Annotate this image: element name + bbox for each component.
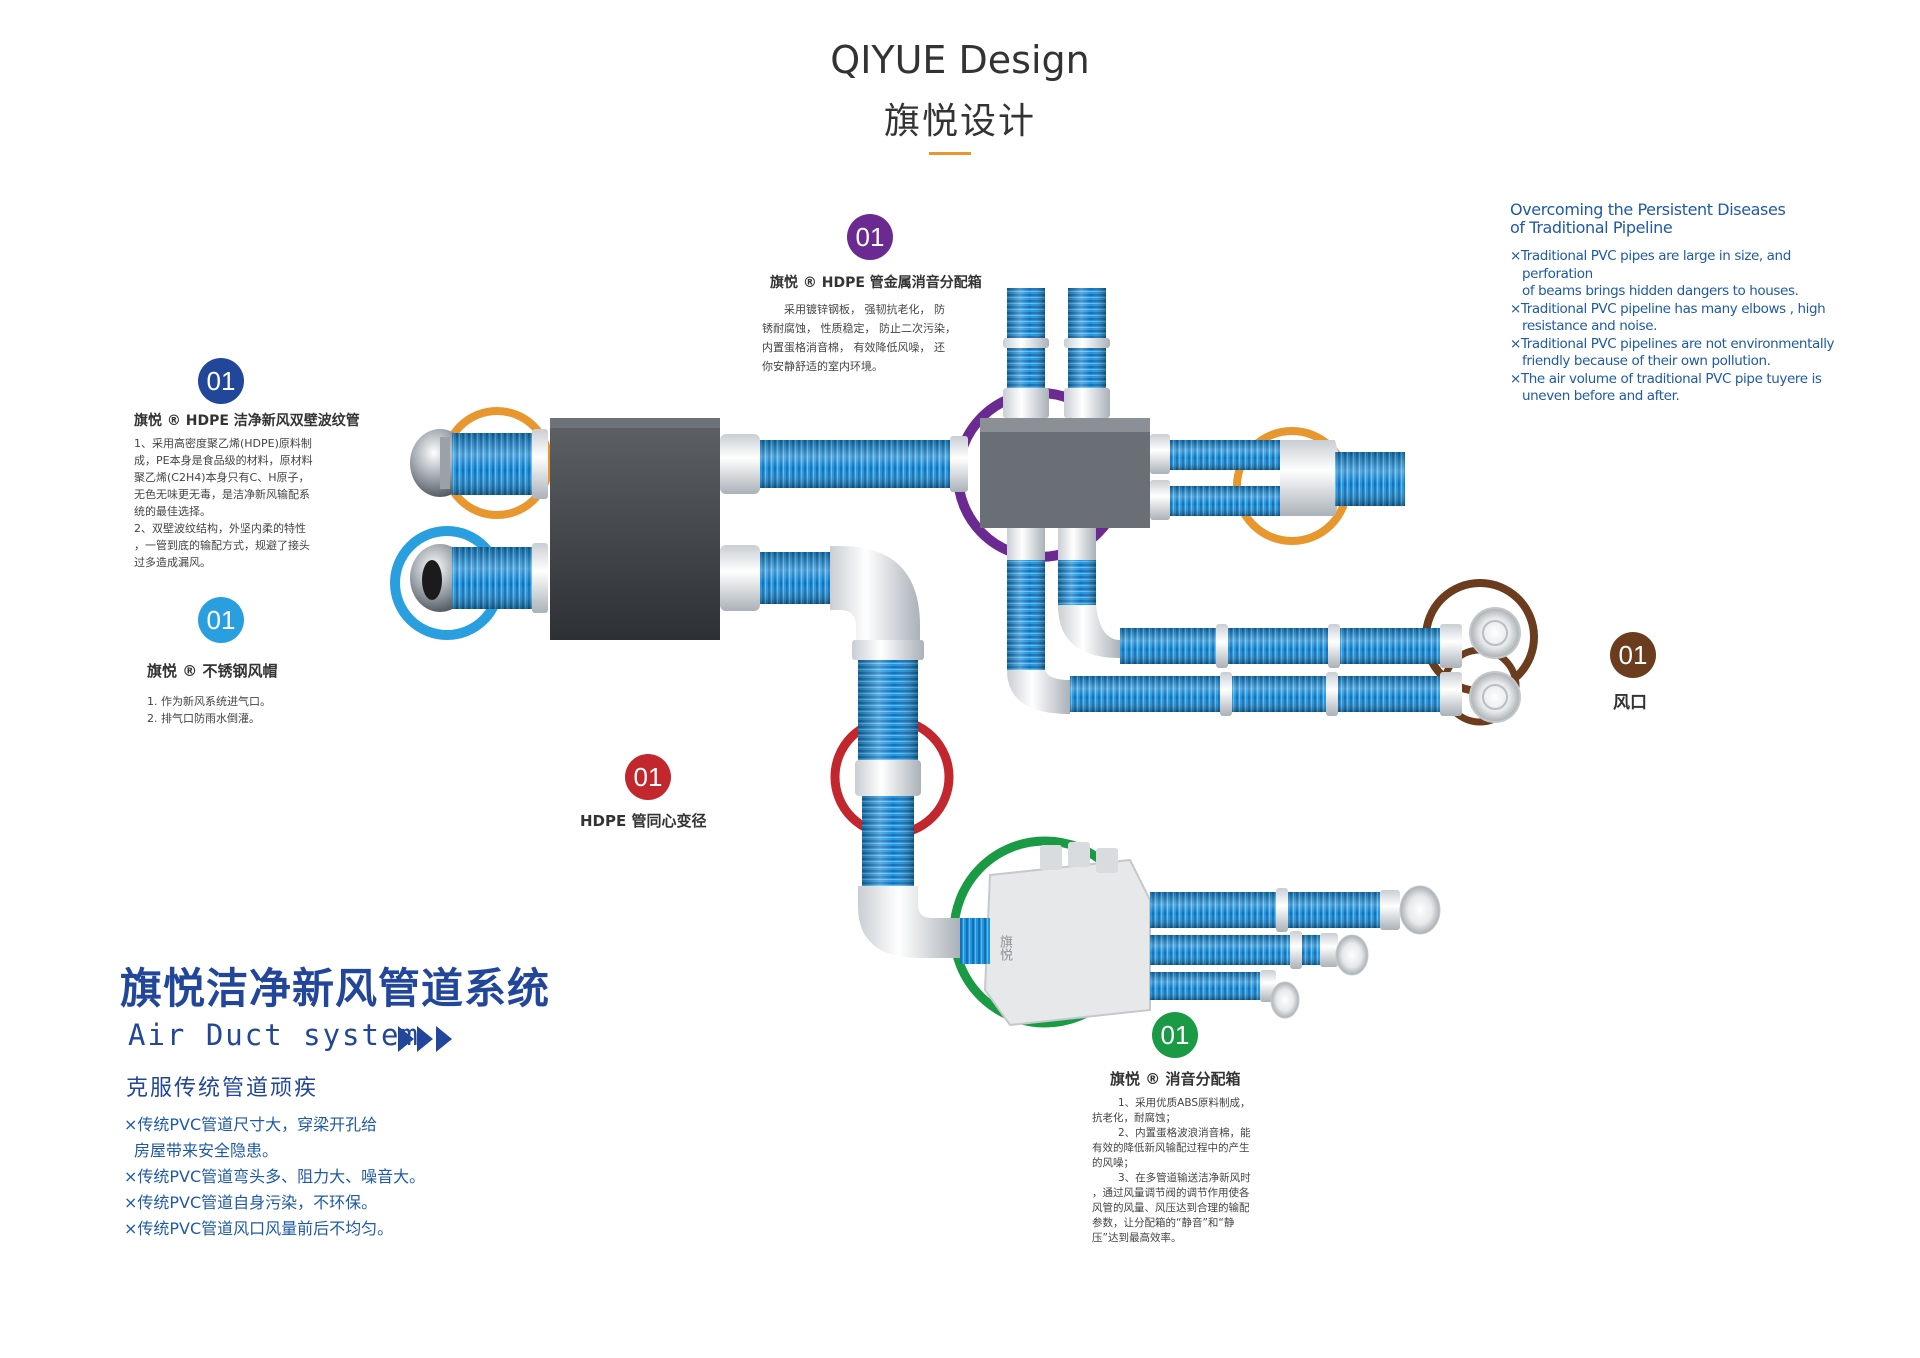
english-heading: Overcoming the Persistent Diseases of Tr… bbox=[1510, 200, 1786, 237]
list-item: ×传统PVC管道弯头多、阻力大、噪音大。 bbox=[124, 1167, 426, 1186]
badge-hdpe-pipe: 01 bbox=[198, 358, 244, 404]
steel-cap-title: 旗悦 ® 不锈钢风帽 bbox=[147, 662, 278, 680]
header-title-cn: 旗悦设计 bbox=[883, 101, 1036, 142]
badge-vent: 01 bbox=[1610, 632, 1656, 678]
header-underline bbox=[929, 152, 971, 155]
triple-arrow-icon bbox=[398, 1026, 452, 1052]
abs-box-brand-label: 旗悦 bbox=[997, 935, 1012, 961]
system-tagline: 克服传统管道顽疾 bbox=[126, 1076, 319, 1101]
abs-box-title: 旗悦 ® 消音分配箱 bbox=[1110, 1070, 1241, 1088]
vent-bottom bbox=[1469, 671, 1521, 723]
list-item: ×传统PVC管道风口风量前后不均匀。 bbox=[124, 1219, 394, 1238]
concentric-reducer bbox=[855, 760, 921, 796]
vent-title: 风口 bbox=[1613, 693, 1647, 713]
english-item: ×Traditional PVC pipes are large in size… bbox=[1510, 248, 1799, 299]
metal-box-desc: 采用镀锌钢板， 强韧抗老化， 防 锈耐腐蚀， 性质稳定， 防止二次污染， 内置蛋… bbox=[762, 303, 956, 373]
fresh-air-unit bbox=[550, 418, 720, 640]
steel-cap-desc: 1. 作为新风系统进气口。 2. 排气口防雨水倒灌。 bbox=[147, 695, 271, 725]
vent-abs-2 bbox=[1335, 934, 1369, 976]
vent-abs-3 bbox=[1270, 981, 1300, 1019]
list-item: ×传统PVC管道自身污染，不环保。 bbox=[124, 1193, 378, 1212]
header-title-en: QIYUE Design bbox=[830, 38, 1090, 82]
english-item: ×Traditional PVC pipelines are not envir… bbox=[1510, 335, 1835, 370]
badge-steel-cap: 01 bbox=[198, 597, 244, 643]
vent-top bbox=[1469, 607, 1521, 659]
system-title: 旗悦洁净新风管道系统 bbox=[120, 964, 551, 1013]
system-subtitle-en: Air Duct system bbox=[128, 1018, 420, 1052]
metal-box-title: 旗悦 ® HDPE 管金属消音分配箱 bbox=[770, 275, 982, 291]
list-item: ×传统PVC管道尺寸大，穿梁开孔给 bbox=[124, 1115, 378, 1134]
badge-metal-box: 01 bbox=[847, 214, 893, 260]
hdpe-pipe-desc: 1、采用高密度聚乙烯(HDPE)原料制 成，PE本身是食品级的材料，原材料 聚乙… bbox=[134, 437, 313, 569]
english-item: ×Traditional PVC pipeline has many elbow… bbox=[1510, 300, 1826, 335]
badge-abs-box: 01 bbox=[1152, 1012, 1198, 1058]
abs-box-desc: 1、采用优质ABS原料制成， 抗老化，耐腐蚀； 2、内置蛋格波浪消音棉，能 有效… bbox=[1092, 1097, 1251, 1244]
reducer-title: HDPE 管同心变径 bbox=[580, 812, 707, 830]
list-item: 房屋带来安全隐患。 bbox=[134, 1141, 279, 1160]
badge-reducer: 01 bbox=[625, 754, 671, 800]
metal-distribution-box bbox=[980, 418, 1150, 528]
vent-abs-1 bbox=[1399, 885, 1441, 935]
hdpe-pipe-title: 旗悦 ® HDPE 洁净新风双壁波纹管 bbox=[134, 413, 360, 429]
abs-distribution-box bbox=[983, 842, 1151, 1027]
english-list: ×Traditional PVC pipes are large in size… bbox=[1510, 248, 1840, 406]
system-issue-list: ×传统PVC管道尺寸大，穿梁开孔给 房屋带来安全隐患。 ×传统PVC管道弯头多、… bbox=[124, 1112, 464, 1242]
english-item: ×The air volume of traditional PVC pipe … bbox=[1510, 370, 1822, 405]
